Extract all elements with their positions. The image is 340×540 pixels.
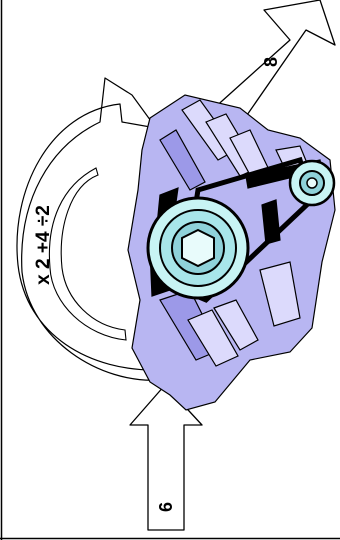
process-loop-inner-arc — [49, 168, 126, 340]
operations-label: x 2 +4 ÷2 — [33, 205, 54, 285]
input-value-label: 6 — [156, 502, 176, 512]
machine-gears-icon — [128, 95, 335, 410]
output-value-label: 8 — [261, 57, 281, 67]
